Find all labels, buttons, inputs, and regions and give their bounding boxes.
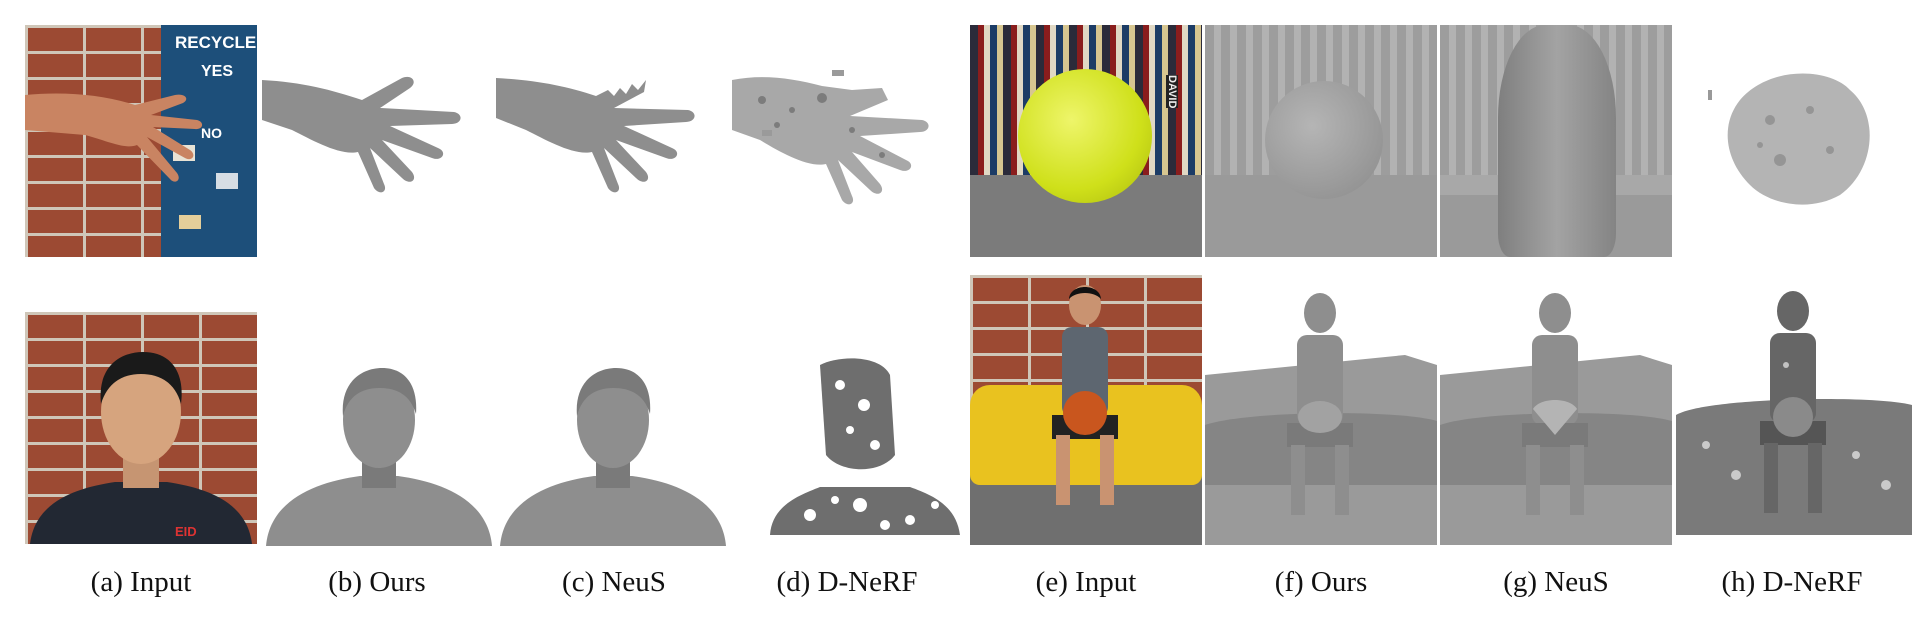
hand-arm bbox=[25, 93, 203, 182]
poster-title: RECYCLE bbox=[175, 33, 257, 52]
neus-face-mesh bbox=[500, 360, 726, 546]
neus-ball-mesh bbox=[1440, 25, 1672, 257]
input-face-photo: EID bbox=[25, 312, 257, 544]
input-hand-photo: RECYCLE YES NO bbox=[25, 25, 257, 257]
book-spine-label: DAVID bbox=[1166, 75, 1178, 109]
input-sofa-photo bbox=[970, 275, 1202, 545]
poster-yes: YES bbox=[201, 63, 234, 80]
dnerf-face-mesh bbox=[760, 355, 970, 535]
caption-f: (f) Ours bbox=[1274, 566, 1368, 598]
caption-b: (b) Ours bbox=[328, 566, 426, 598]
tennis-ball bbox=[1018, 69, 1152, 203]
poster-no: NO bbox=[201, 125, 222, 141]
dnerf-ball-mesh bbox=[1680, 60, 1912, 240]
ours-face-mesh bbox=[266, 360, 492, 546]
caption-g: (g) NeuS bbox=[1503, 566, 1609, 598]
dnerf-hand-mesh bbox=[732, 70, 942, 230]
caption-h: (h) D-NeRF bbox=[1721, 566, 1863, 598]
dnerf-sofa-mesh bbox=[1676, 285, 1912, 535]
ours-sofa-mesh bbox=[1205, 285, 1437, 545]
input-ball-photo: DAVID bbox=[970, 25, 1202, 257]
recycle-poster: RECYCLE YES NO bbox=[161, 25, 257, 257]
ours-ball-mesh bbox=[1205, 25, 1437, 257]
caption-c: (c) NeuS bbox=[562, 566, 666, 598]
caption-d: (d) D-NeRF bbox=[776, 566, 918, 598]
caption-e: (e) Input bbox=[1035, 566, 1137, 598]
shirt-logo: EID bbox=[175, 524, 197, 539]
neus-hand-mesh bbox=[496, 60, 706, 220]
caption-a: (a) Input bbox=[90, 566, 192, 598]
ours-hand-mesh bbox=[262, 60, 472, 220]
neus-sofa-mesh bbox=[1440, 285, 1672, 545]
